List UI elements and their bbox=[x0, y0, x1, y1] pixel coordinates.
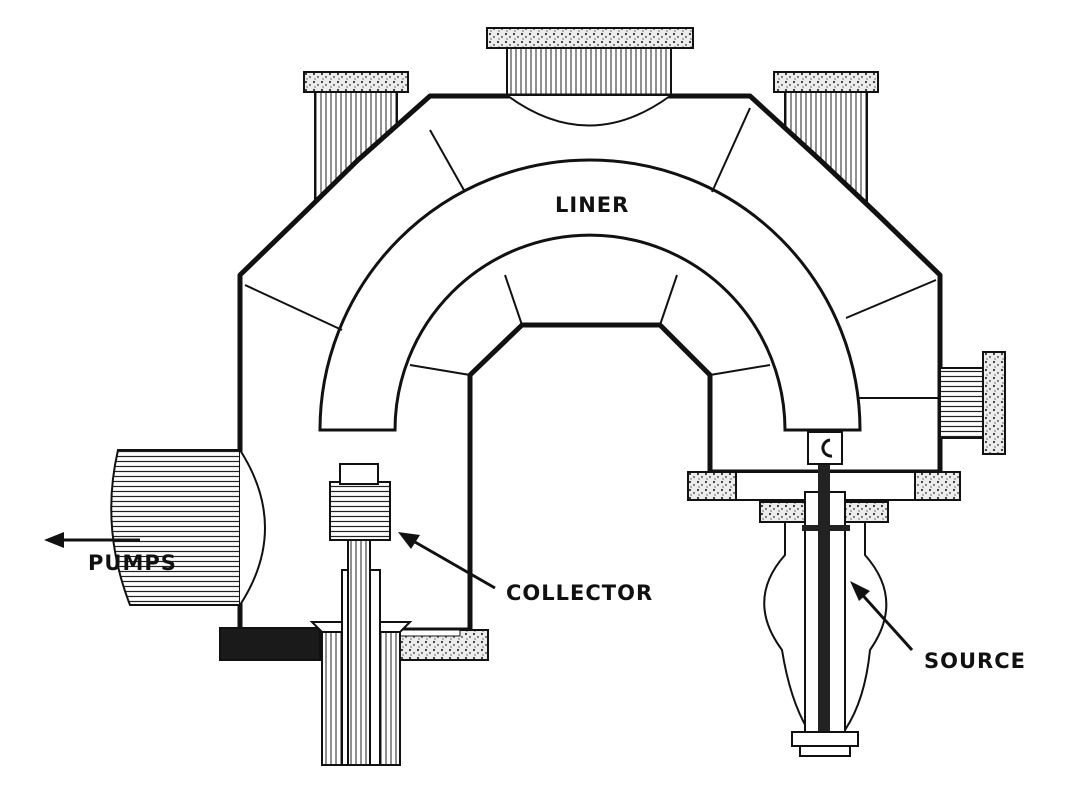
label-source: SOURCE bbox=[924, 649, 1026, 673]
pumps-duct bbox=[110, 449, 266, 606]
wall-divider-lines bbox=[244, 107, 940, 399]
source-assembly bbox=[763, 431, 888, 757]
collector-assembly bbox=[219, 463, 489, 766]
top-port-center-opening bbox=[507, 95, 671, 127]
side-port-right bbox=[939, 351, 1006, 455]
liner bbox=[318, 158, 862, 432]
label-pumps: PUMPS bbox=[88, 551, 177, 575]
arrow-pumps bbox=[44, 532, 140, 548]
label-collector: COLLECTOR bbox=[506, 581, 653, 605]
arrow-collector bbox=[398, 532, 496, 590]
arrow-source bbox=[850, 581, 914, 652]
label-liner: LINER bbox=[555, 193, 629, 217]
